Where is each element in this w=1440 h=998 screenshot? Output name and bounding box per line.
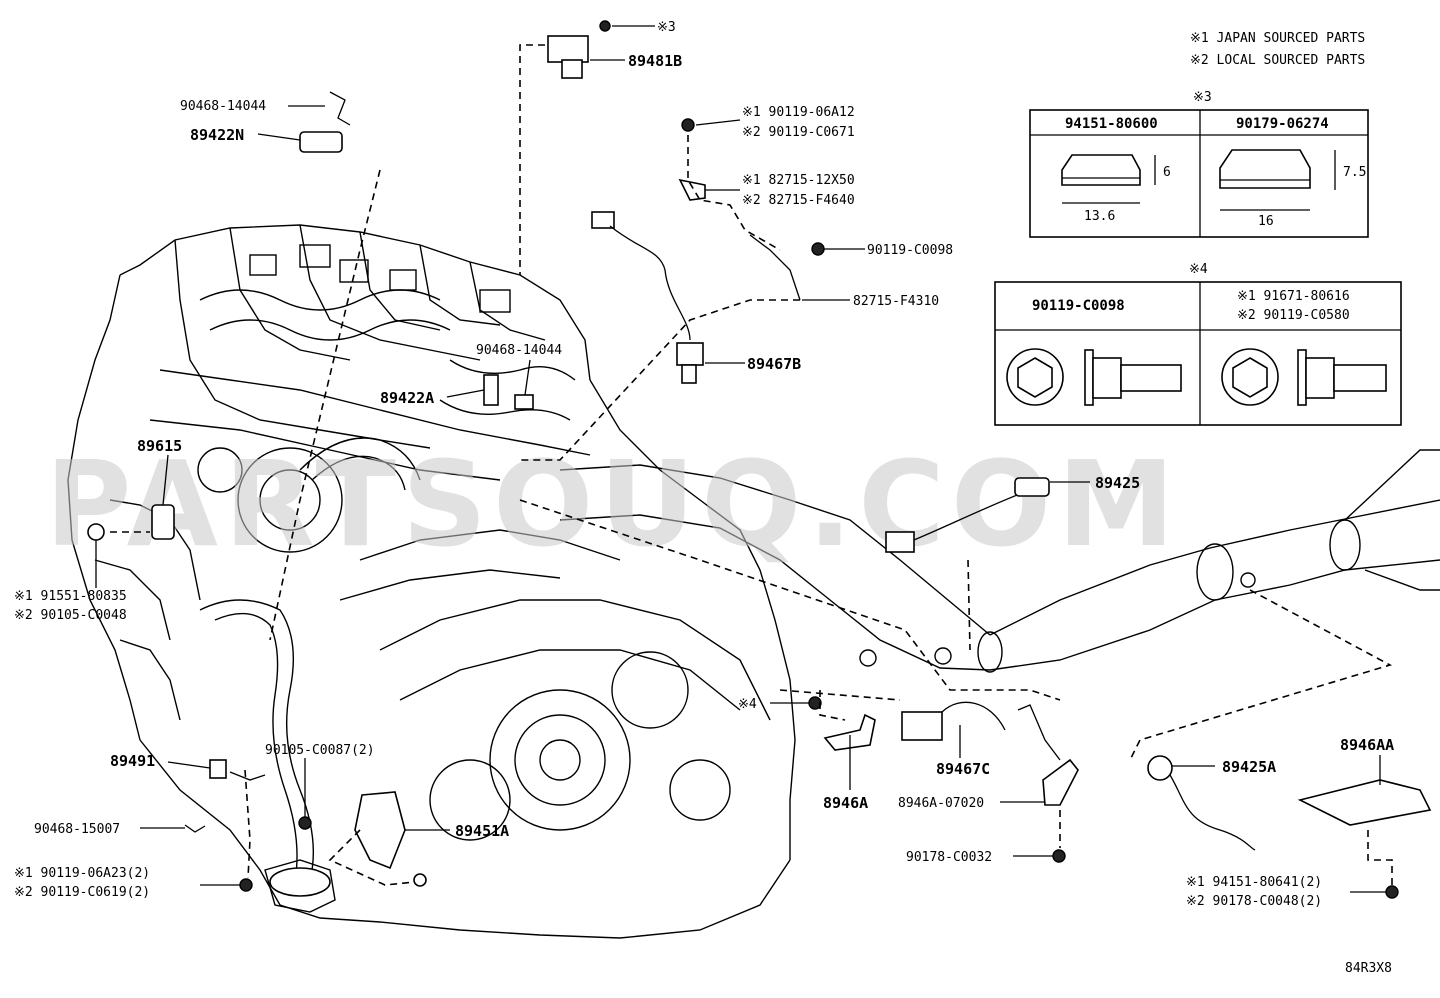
harness-89425a-wire bbox=[1169, 774, 1256, 851]
harness-8946a-07020-wire bbox=[1017, 704, 1061, 761]
bolt-90119-c0098-icon bbox=[811, 242, 825, 256]
part-labels: ※3 89481B 90468-14044 89422N ※1 90119-06… bbox=[14, 20, 1394, 909]
table-4-mark: ※4 bbox=[1189, 262, 1208, 277]
label-8946aa: 8946AA bbox=[1340, 736, 1394, 754]
bolt-90119-c0098-side-icon bbox=[1084, 349, 1094, 406]
label-89451a: 89451A bbox=[455, 822, 509, 840]
bracket-8946aa-shape bbox=[1297, 779, 1432, 826]
label-3-top: ※3 bbox=[657, 20, 676, 35]
table-4-frame bbox=[994, 281, 1402, 426]
label-8946a-07020: 8946A-07020 bbox=[898, 796, 984, 811]
sensor-89425a-shape bbox=[1147, 755, 1173, 781]
connector-89425-shape bbox=[885, 531, 915, 553]
label-j1-91551-80835: ※1 91551-80835 bbox=[14, 589, 127, 604]
label-j1-90119-06a23: ※1 90119-06A23(2) bbox=[14, 866, 150, 881]
legend-japan-sourced: ※1 JAPAN SOURCED PARTS bbox=[1190, 31, 1365, 46]
label-j2-90119-c0671: ※2 90119-C0671 bbox=[742, 125, 855, 140]
nut-94151-80641-icon bbox=[1385, 885, 1399, 899]
label-89422n: 89422N bbox=[190, 126, 244, 144]
label-90468-14044-a: 90468-14044 bbox=[180, 99, 266, 114]
table-4-col2-part-1: ※1 91671-80616 bbox=[1237, 289, 1350, 304]
label-4-mid: ※4 bbox=[738, 697, 757, 712]
label-89425: 89425 bbox=[1095, 474, 1140, 492]
table-3-col1-width: 13.6 bbox=[1084, 209, 1115, 224]
label-j1-90119-06a12: ※1 90119-06A12 bbox=[742, 105, 855, 120]
label-89422a: 89422A bbox=[380, 389, 434, 407]
label-90468-14044-b: 90468-14044 bbox=[476, 343, 562, 358]
bolt-90119-06a23-icon bbox=[239, 878, 253, 892]
part-drawings bbox=[87, 20, 1432, 899]
connector-89467c-shape bbox=[901, 711, 943, 741]
label-j2-90178-c0048: ※2 90178-C0048(2) bbox=[1186, 894, 1322, 909]
clip-90468-15007-shape bbox=[184, 824, 206, 833]
switch-89451a-shape bbox=[354, 791, 406, 870]
label-j1-82715-12x50: ※1 82715-12X50 bbox=[742, 173, 855, 188]
clip-90468-14044-shape bbox=[329, 91, 351, 126]
knock-sensor-89481b-shape bbox=[547, 35, 589, 63]
label-90178-c0032: 90178-C0032 bbox=[906, 850, 992, 865]
connector-89467b-shape bbox=[591, 211, 615, 229]
label-89425a: 89425A bbox=[1222, 758, 1276, 776]
label-j1-94151-80641: ※1 94151-80641(2) bbox=[1186, 875, 1322, 890]
harness-89467b-wire bbox=[609, 225, 691, 341]
dashed-guide-lines bbox=[110, 44, 1393, 886]
sensor-89467b-shape bbox=[676, 342, 704, 366]
nut-3-top-icon bbox=[599, 20, 611, 32]
table-4: ※4 90119-C0098 ※1 91671-80616 ※2 90119-C… bbox=[994, 262, 1402, 426]
legend-local-sourced: ※2 LOCAL SOURCED PARTS bbox=[1190, 53, 1365, 68]
bracket-8946a-shape bbox=[823, 713, 876, 751]
sensor-89422n-shape bbox=[299, 131, 343, 153]
label-89467c: 89467C bbox=[936, 760, 990, 778]
diagram-code: 84R3X8 bbox=[1345, 961, 1392, 976]
engine-transaxle-drawing bbox=[67, 224, 796, 939]
knock-sensor-89481b-body bbox=[561, 59, 583, 79]
bolt-91551-80835-icon bbox=[87, 523, 105, 541]
table-4-col2-part-2: ※2 90119-C0580 bbox=[1237, 308, 1350, 323]
leader-lines bbox=[95, 25, 1386, 893]
legend: ※1 JAPAN SOURCED PARTS ※2 LOCAL SOURCED … bbox=[1190, 31, 1365, 68]
sensor-89422a-shape bbox=[483, 374, 499, 406]
bracket-82715-12x50-shape bbox=[678, 178, 706, 201]
label-89491: 89491 bbox=[110, 752, 155, 770]
table-3-col2-part: 90179-06274 bbox=[1236, 116, 1329, 132]
bracket-8946a-07020-shape bbox=[1042, 758, 1079, 806]
label-89615: 89615 bbox=[137, 437, 182, 455]
table-3-mark: ※3 bbox=[1193, 90, 1212, 105]
watermark-text: PARTSOUQ.COM bbox=[45, 435, 1181, 573]
label-j2-90119-c0619: ※2 90119-C0619(2) bbox=[14, 885, 150, 900]
sensor-89491-shape bbox=[209, 759, 227, 779]
clamp-82715-f4310-wire bbox=[749, 234, 801, 301]
label-90119-c0098: 90119-C0098 bbox=[867, 243, 953, 258]
label-89467b: 89467B bbox=[747, 355, 801, 373]
label-82715-f4310: 82715-F4310 bbox=[853, 294, 939, 309]
nut-94151-80600-icon bbox=[1061, 154, 1141, 186]
clip-90468-14044-b-shape bbox=[514, 394, 534, 410]
label-89481b: 89481B bbox=[628, 52, 682, 70]
table-4-col1-part: 90119-C0098 bbox=[1032, 298, 1125, 314]
sensor-89491-wire bbox=[229, 771, 266, 781]
bolt-90119-06a12-icon bbox=[681, 118, 695, 132]
table-3-col1-height: 6 bbox=[1163, 165, 1171, 180]
sensor-89425-shape bbox=[1014, 477, 1050, 497]
table-3-col2-height: 7.5 bbox=[1343, 165, 1366, 180]
label-90105-c0087: 90105-C0087(2) bbox=[265, 743, 375, 758]
sensor-89615-shape bbox=[151, 504, 175, 540]
bolt-90105-c0087-icon bbox=[298, 816, 312, 830]
label-8946a: 8946A bbox=[823, 794, 868, 812]
table-3-col2-width: 16 bbox=[1258, 214, 1274, 229]
label-90468-15007: 90468-15007 bbox=[34, 822, 120, 837]
sensor-89467b-tip bbox=[681, 364, 697, 384]
table-3-col1-part: 94151-80600 bbox=[1065, 116, 1158, 132]
harness-89467c-wire bbox=[941, 701, 1006, 731]
table-3: ※3 94151-80600 90179-06274 6 13.6 7.5 16 bbox=[1029, 90, 1369, 238]
label-j2-82715-f4640: ※2 82715-F4640 bbox=[742, 193, 855, 208]
switch-89451a-bolt bbox=[413, 873, 427, 887]
bolt-91671-80616-side-icon bbox=[1297, 349, 1307, 406]
label-j2-90105-c0048: ※2 90105-C0048 bbox=[14, 608, 127, 623]
nut-90179-06274-icon bbox=[1219, 149, 1311, 189]
nut-90178-c0032-icon bbox=[1052, 849, 1066, 863]
